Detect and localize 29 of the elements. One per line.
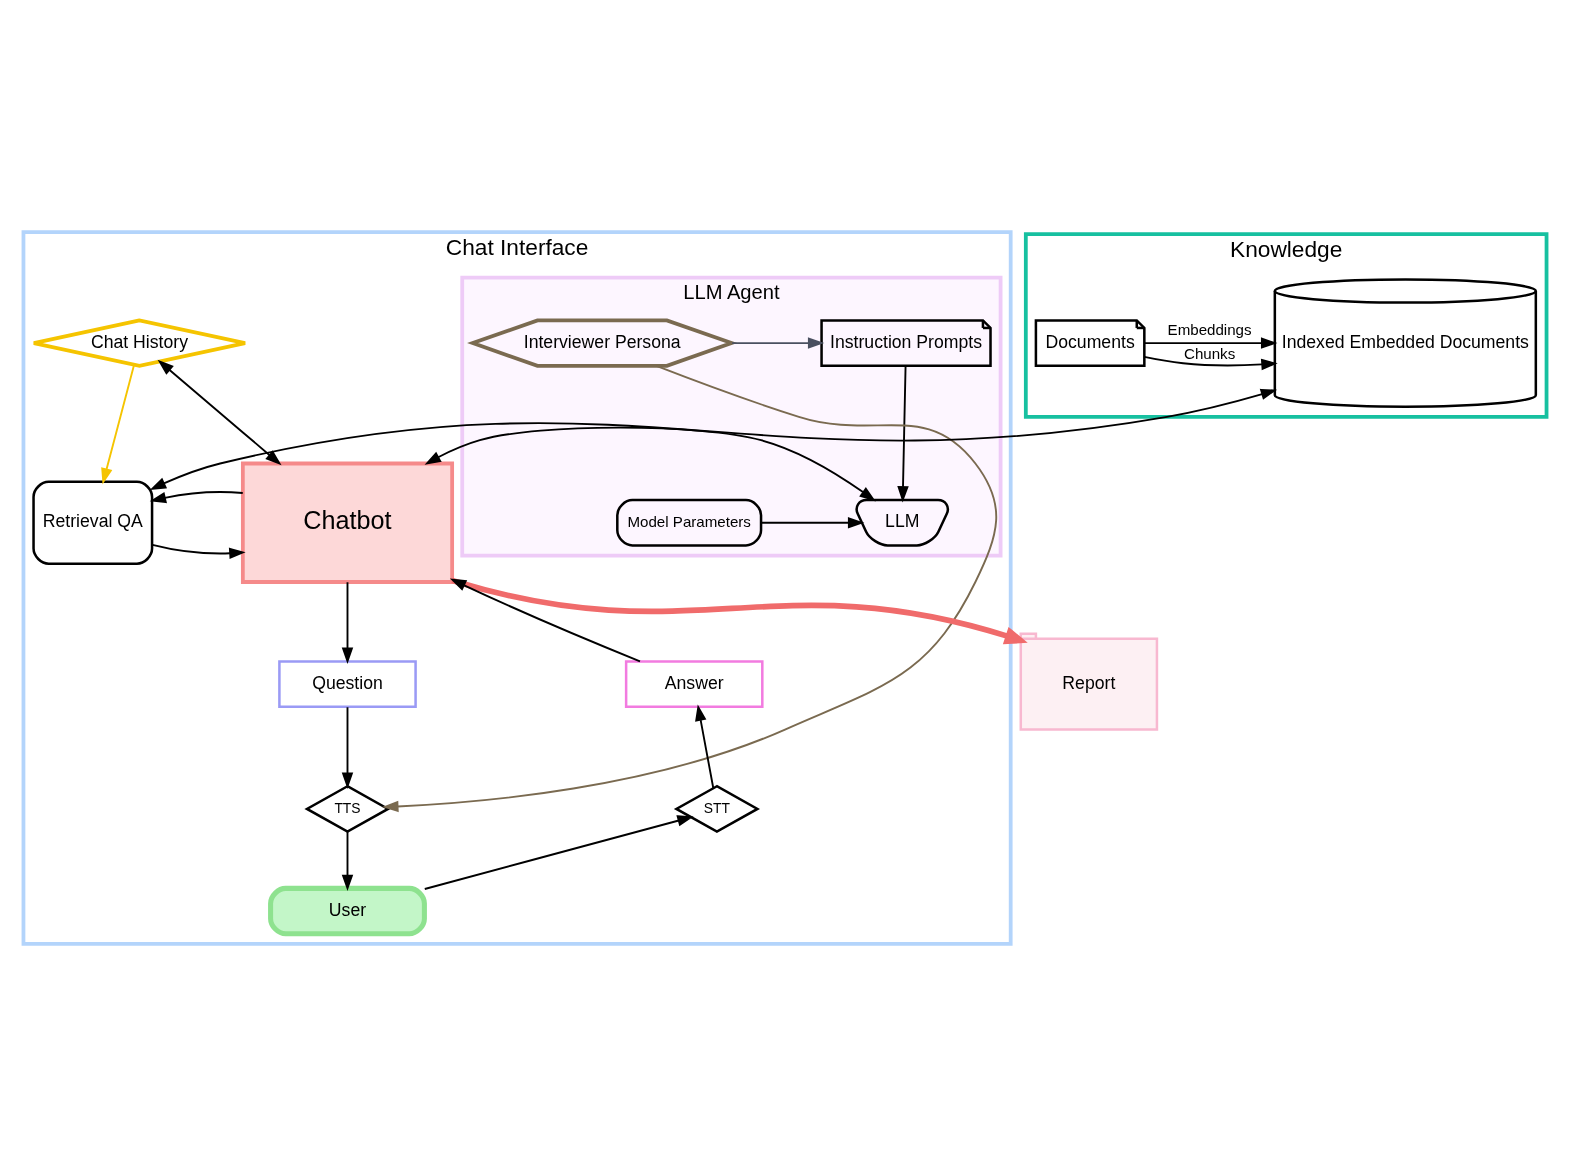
arrow xyxy=(101,363,136,485)
node-box: Answer xyxy=(624,660,764,709)
arrow xyxy=(451,577,1028,645)
node-diamond: TTS xyxy=(304,784,391,834)
arrow xyxy=(382,364,998,813)
arrow xyxy=(423,815,694,890)
arrow xyxy=(149,388,1278,490)
arrow xyxy=(149,491,244,504)
arrow xyxy=(341,706,354,789)
arrow xyxy=(1143,355,1278,371)
arrow xyxy=(897,365,909,503)
arrow xyxy=(449,578,641,663)
node-box: Model Parameters xyxy=(616,498,763,547)
node-box: Question xyxy=(278,660,417,709)
arrow xyxy=(1143,337,1278,349)
edge-label: Chunks xyxy=(1183,344,1236,362)
arrow xyxy=(341,581,354,664)
edge-label: Embeddings xyxy=(1167,321,1252,339)
arrow xyxy=(731,337,825,349)
node-box: Chatbot xyxy=(240,461,455,584)
arrow xyxy=(424,426,876,502)
arrow xyxy=(760,517,865,529)
arrow xyxy=(151,543,246,560)
node-box: User xyxy=(268,885,427,937)
node-box: Retrieval QA xyxy=(32,480,154,565)
node-diamond: Chat History xyxy=(31,318,247,368)
arrow xyxy=(157,359,282,466)
arrow xyxy=(341,830,354,892)
arrow xyxy=(695,704,715,789)
